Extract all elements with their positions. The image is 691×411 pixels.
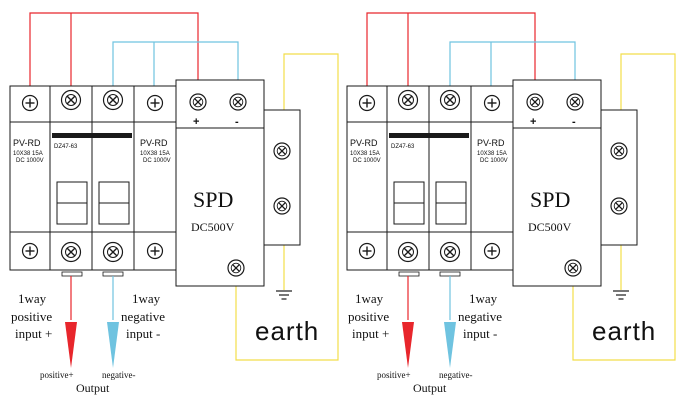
pos-input-line2: positive: [11, 309, 52, 324]
neg-input-line3: input -: [463, 326, 497, 341]
breaker-label: PV-RD: [140, 138, 168, 148]
ground-symbol: [276, 290, 292, 300]
breaker-spec-2: DC 1000V: [16, 158, 44, 164]
earth-terminal-icon: [227, 259, 245, 277]
output-negative: negative-: [102, 370, 135, 380]
dc-isolator: DZ47-63: [49, 85, 135, 277]
spd-rating: DC500V: [528, 220, 572, 234]
terminal-screw-icon: [397, 89, 419, 111]
terminal-screw-icon: [397, 241, 419, 263]
earth-wire: [572, 53, 676, 361]
terminal-screw-icon: [566, 93, 584, 111]
wiring-panel-right: PV-RD 10X38 15A DC 1000V DZ47-63: [346, 12, 676, 395]
fuse-holder-positive: PV-RD 10X38 15A DC 1000V: [9, 85, 51, 271]
terminal-screw-icon: [229, 93, 247, 111]
terminal-screw-icon: [21, 94, 39, 112]
breaker-spec-1: 10X38 15A: [350, 151, 380, 157]
pos-input-line1: 1way: [355, 291, 384, 306]
minus-sign: -: [572, 116, 576, 128]
terminal-screw-icon: [102, 89, 124, 111]
spd-title: SPD: [193, 187, 233, 212]
terminal-screw-icon: [358, 242, 376, 260]
pos-input-line1: 1way: [18, 291, 47, 306]
terminal-screw-icon: [358, 94, 376, 112]
earth-terminal-icon: [564, 259, 582, 277]
fuse-holder-negative: PV-RD 10X38 15A DC 1000V: [470, 85, 514, 271]
breaker-label: PV-RD: [477, 138, 505, 148]
isolator-label: DZ47-63: [391, 144, 415, 150]
fuse-holder-positive: PV-RD 10X38 15A DC 1000V: [346, 85, 388, 271]
breaker-spec-2: DC 1000V: [353, 158, 381, 164]
positive-arrow-icon: [402, 322, 414, 368]
terminal-screw-icon: [483, 242, 501, 260]
isolator-label: DZ47-63: [54, 144, 78, 150]
output-positive: positive+: [377, 370, 411, 380]
pos-input-line3: input +: [15, 326, 52, 341]
neg-input-line3: input -: [126, 326, 160, 341]
breaker-spec-1: 10X38 15A: [140, 151, 170, 157]
breaker-spec-1: 10X38 15A: [477, 151, 507, 157]
surge-protection-device: + - SPD DC500V: [512, 79, 638, 287]
dc-isolator: DZ47-63: [386, 85, 472, 277]
terminal-screw-icon: [273, 197, 291, 215]
breaker-label: PV-RD: [350, 138, 378, 148]
pos-input-line3: input +: [352, 326, 389, 341]
terminal-screw-icon: [189, 93, 207, 111]
terminal-screw-icon: [21, 242, 39, 260]
positive-arrow-icon: [65, 322, 77, 368]
output-negative: negative-: [439, 370, 472, 380]
earth-label: earth: [592, 316, 656, 346]
output-positive: positive+: [40, 370, 74, 380]
plus-sign: +: [193, 116, 199, 128]
plus-sign: +: [530, 116, 536, 128]
ground-symbol: [613, 290, 629, 300]
terminal-screw-icon: [60, 241, 82, 263]
pos-input-line2: positive: [348, 309, 389, 324]
minus-sign: -: [235, 116, 239, 128]
output-label: Output: [413, 381, 447, 395]
neg-input-line1: 1way: [469, 291, 498, 306]
surge-protection-device: + - SPD DC500V: [175, 79, 301, 287]
neg-input-line2: negative: [458, 309, 502, 324]
terminal-screw-icon: [483, 94, 501, 112]
terminal-screw-icon: [526, 93, 544, 111]
spd-title: SPD: [530, 187, 570, 212]
negative-arrow-icon: [444, 322, 456, 368]
terminal-screw-icon: [439, 241, 461, 263]
negative-arrow-icon: [107, 322, 119, 368]
fuse-holder-negative: PV-RD 10X38 15A DC 1000V: [133, 85, 177, 271]
terminal-screw-icon: [273, 142, 291, 160]
neg-input-line1: 1way: [132, 291, 161, 306]
neg-input-line2: negative: [121, 309, 165, 324]
output-label: Output: [76, 381, 110, 395]
terminal-screw-icon: [439, 89, 461, 111]
breaker-spec-1: 10X38 15A: [13, 151, 43, 157]
wiring-panel-left: PV-RD 10X38 15A DC 1000V DZ47-63: [9, 12, 339, 395]
breaker-spec-2: DC 1000V: [480, 158, 508, 164]
terminal-screw-icon: [610, 142, 628, 160]
earth-label: earth: [255, 316, 319, 346]
earth-wire: [235, 53, 339, 361]
breaker-label: PV-RD: [13, 138, 41, 148]
terminal-screw-icon: [146, 242, 164, 260]
terminal-screw-icon: [610, 197, 628, 215]
spd-rating: DC500V: [191, 220, 235, 234]
terminal-screw-icon: [146, 94, 164, 112]
breaker-spec-2: DC 1000V: [143, 158, 171, 164]
terminal-screw-icon: [102, 241, 124, 263]
terminal-screw-icon: [60, 89, 82, 111]
